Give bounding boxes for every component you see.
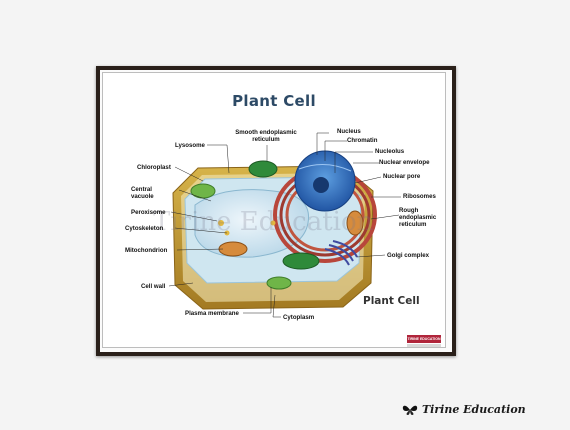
- brand-signature: Tirine Education: [402, 403, 526, 416]
- label-chloroplast: Chloroplast: [137, 164, 171, 171]
- brand-name: Tirine Education: [422, 403, 526, 416]
- golgi-complex: [324, 240, 358, 266]
- label-rough-er: Rough endoplasmic reticulum: [399, 207, 437, 228]
- watermark-text: Tirine Education: [153, 207, 374, 237]
- nucleolus: [313, 177, 329, 193]
- chloroplasts: [190, 160, 320, 290]
- nucleus: [294, 150, 356, 212]
- butterfly-icon: [402, 405, 418, 415]
- publisher-logo: TIRINE EDUCATION: [407, 335, 441, 343]
- label-plasma-membrane: Plasma membrane: [185, 310, 239, 317]
- label-smooth-er: Smooth endoplasmic reticulum: [235, 129, 297, 143]
- label-cytoskeleton: Cytoskeleton: [125, 225, 164, 232]
- central-vacuole: [194, 189, 310, 258]
- leader-lines: [168, 132, 401, 318]
- label-cytoplasm: Cytoplasm: [283, 314, 315, 321]
- label-peroxisome: Peroxisome: [131, 209, 166, 216]
- poster-subtitle: Plant Cell: [363, 295, 420, 307]
- vesicle: [270, 220, 276, 226]
- poster: Plant Cell: [102, 72, 446, 348]
- frame-mat: Plant Cell: [100, 70, 452, 352]
- label-central-vacuole: Central vacuole: [131, 186, 154, 200]
- label-mitochondrion: Mitochondrion: [125, 247, 168, 254]
- publisher-logo-underline: [407, 344, 441, 347]
- label-golgi-complex: Golgi complex: [387, 252, 429, 259]
- label-ribosomes: Ribosomes: [403, 193, 436, 200]
- label-cell-wall: Cell wall: [141, 283, 166, 290]
- poster-title: Plant Cell: [232, 92, 316, 110]
- peroxisome: [218, 220, 224, 226]
- label-chromatin: Chromatin: [347, 137, 378, 144]
- label-nuclear-pore: Nuclear pore: [383, 173, 421, 180]
- plant-cell-illustration: [168, 132, 401, 318]
- picture-frame: Plant Cell: [96, 66, 456, 356]
- label-lysosome: Lysosome: [175, 142, 205, 149]
- label-nucleolus: Nucleolus: [375, 148, 405, 155]
- label-nuclear-envelope: Nuclear envelope: [379, 159, 430, 166]
- label-nucleus: Nucleus: [337, 128, 361, 135]
